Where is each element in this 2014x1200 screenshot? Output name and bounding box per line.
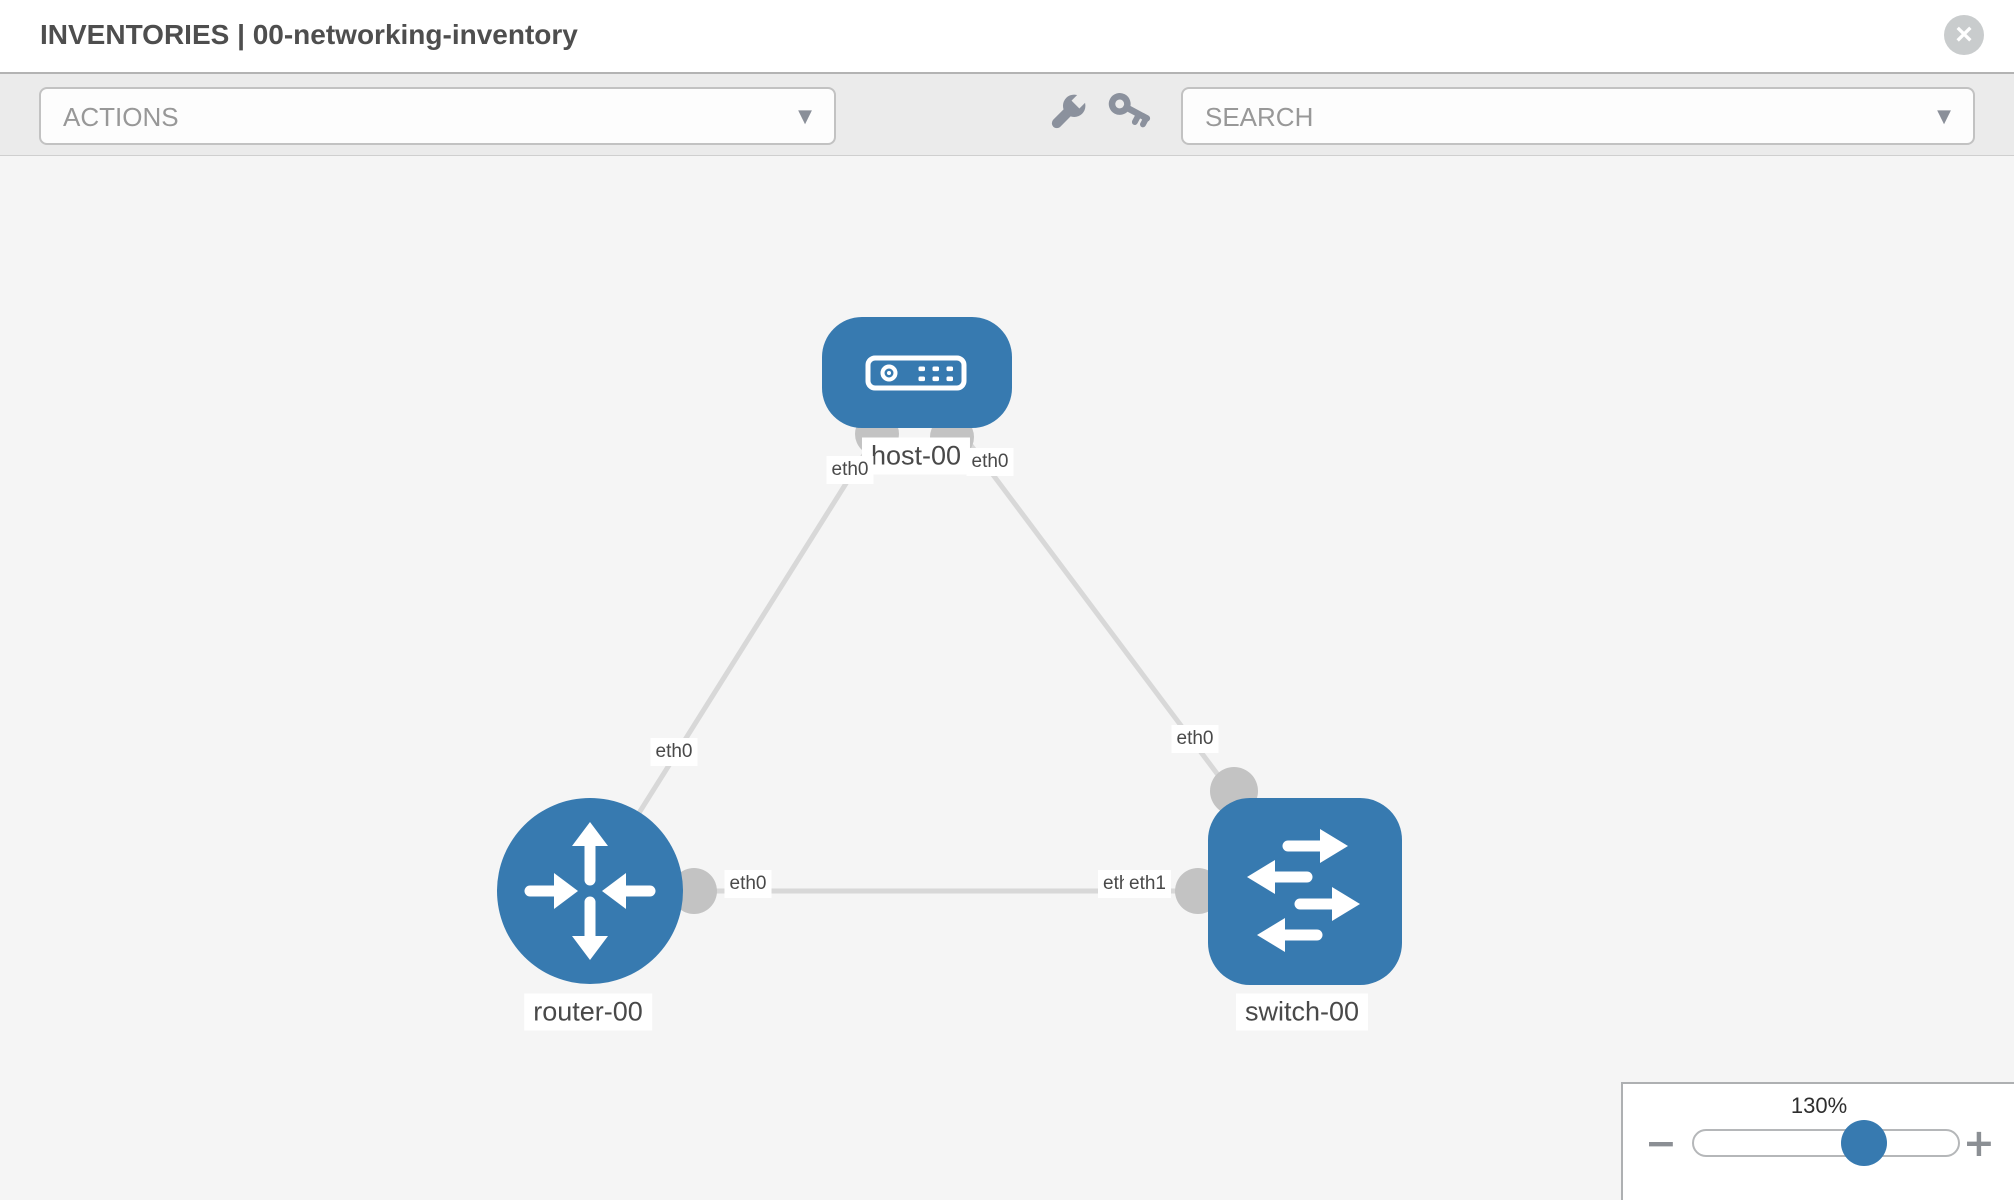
zoom-out-button[interactable]: − xyxy=(1645,1121,1677,1165)
interface-label-router00-eth0-uplink: eth0 xyxy=(650,738,698,766)
key-icon xyxy=(1108,92,1151,127)
node-switch-00[interactable] xyxy=(1208,798,1402,985)
host-icon xyxy=(865,355,967,391)
interface-label-host00-eth0-right: eth0 xyxy=(966,448,1014,476)
node-label-switch-00: switch-00 xyxy=(1235,993,1369,1031)
zoom-slider-thumb[interactable] xyxy=(1841,1120,1887,1166)
interface-router00-eth0[interactable] xyxy=(671,868,717,914)
close-icon: × xyxy=(1955,18,1973,51)
interface-label-switch00-eth1: eth1 xyxy=(1124,870,1171,898)
interface-label-router00-eth0: eth0 xyxy=(724,870,772,898)
chevron-down-icon: ▼ xyxy=(798,106,812,127)
header: INVENTORIES | 00-networking-inventory × xyxy=(0,0,2014,72)
node-router-00[interactable] xyxy=(497,798,683,984)
zoom-slider-track[interactable] xyxy=(1692,1120,1960,1166)
router-icon xyxy=(524,822,656,960)
toolbar: ACTIONS ▼ SEAR xyxy=(0,72,2014,156)
actions-dropdown[interactable]: ACTIONS ▼ xyxy=(39,87,836,145)
interface-label-host00-eth0-left: eth0 xyxy=(826,456,874,484)
node-host-00[interactable] xyxy=(822,317,1012,428)
wrench-icon xyxy=(1051,91,1089,128)
close-button[interactable]: × xyxy=(1944,15,1984,55)
search-dropdown-label: SEARCH xyxy=(1205,102,1314,132)
interface-label-switch00-eth0: eth0 xyxy=(1171,725,1219,753)
zoom-level: 130% xyxy=(1790,1093,1848,1118)
node-label-router-00: router-00 xyxy=(524,993,652,1031)
switch-icon xyxy=(1247,829,1360,952)
page-title: INVENTORIES | 00-networking-inventory xyxy=(40,19,578,50)
credentials-button[interactable] xyxy=(1104,87,1160,145)
configure-button[interactable] xyxy=(1037,87,1093,145)
actions-dropdown-label: ACTIONS xyxy=(63,102,179,132)
node-label-host-00: host-00 xyxy=(861,437,971,475)
zoom-in-button[interactable]: + xyxy=(1963,1121,1995,1165)
search-dropdown[interactable]: SEARCH ▼ xyxy=(1181,87,1975,145)
topology-canvas[interactable]: host-00 router-00 switch-00 eth0 eth0 et… xyxy=(0,156,2014,1200)
chevron-down-icon: ▼ xyxy=(1937,106,1951,127)
zoom-panel: 130% − + xyxy=(1621,1082,2014,1200)
